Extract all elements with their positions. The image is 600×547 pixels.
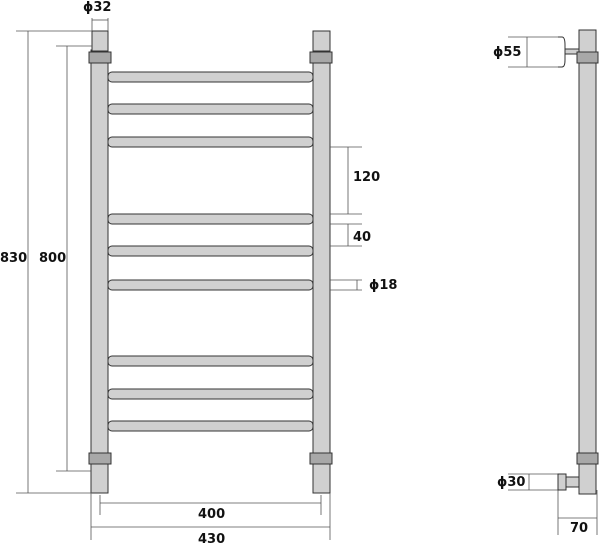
dim-total-height: 830 (0, 251, 28, 266)
dim-rung-gap-large: 120 (353, 170, 381, 185)
side-top-collar (576, 51, 599, 64)
side-pipe (578, 29, 597, 495)
dim-bottom-cap-diameter: ϕ30 (497, 475, 526, 490)
dimension-lines (16, 18, 598, 540)
left-pipe (90, 49, 109, 494)
left-bottom-collar (88, 452, 112, 465)
dim-center-height: 800 (39, 251, 67, 266)
side-view (557, 29, 599, 495)
left-top-cap (91, 30, 109, 52)
dim-rung-gap-small: 40 (353, 230, 372, 245)
top-wall-cap (558, 36, 566, 68)
bottom-bracket (565, 476, 580, 488)
dim-center-width: 400 (198, 507, 226, 522)
rungs (107, 71, 314, 432)
dim-pipe-diameter: ϕ32 (83, 0, 112, 15)
dim-top-cap-diameter: ϕ55 (493, 45, 522, 60)
left-top-collar (88, 51, 112, 64)
dim-rung-diameter: ϕ18 (369, 278, 398, 293)
bottom-wall-cap (557, 473, 567, 491)
side-bottom-collar (576, 452, 599, 465)
right-top-cap (312, 30, 331, 52)
dim-total-width: 430 (198, 532, 226, 547)
right-pipe (312, 49, 331, 494)
right-bottom-collar (309, 452, 333, 465)
dim-wall-offset: 70 (570, 521, 589, 536)
right-top-collar (309, 51, 333, 64)
front-view (88, 30, 333, 494)
